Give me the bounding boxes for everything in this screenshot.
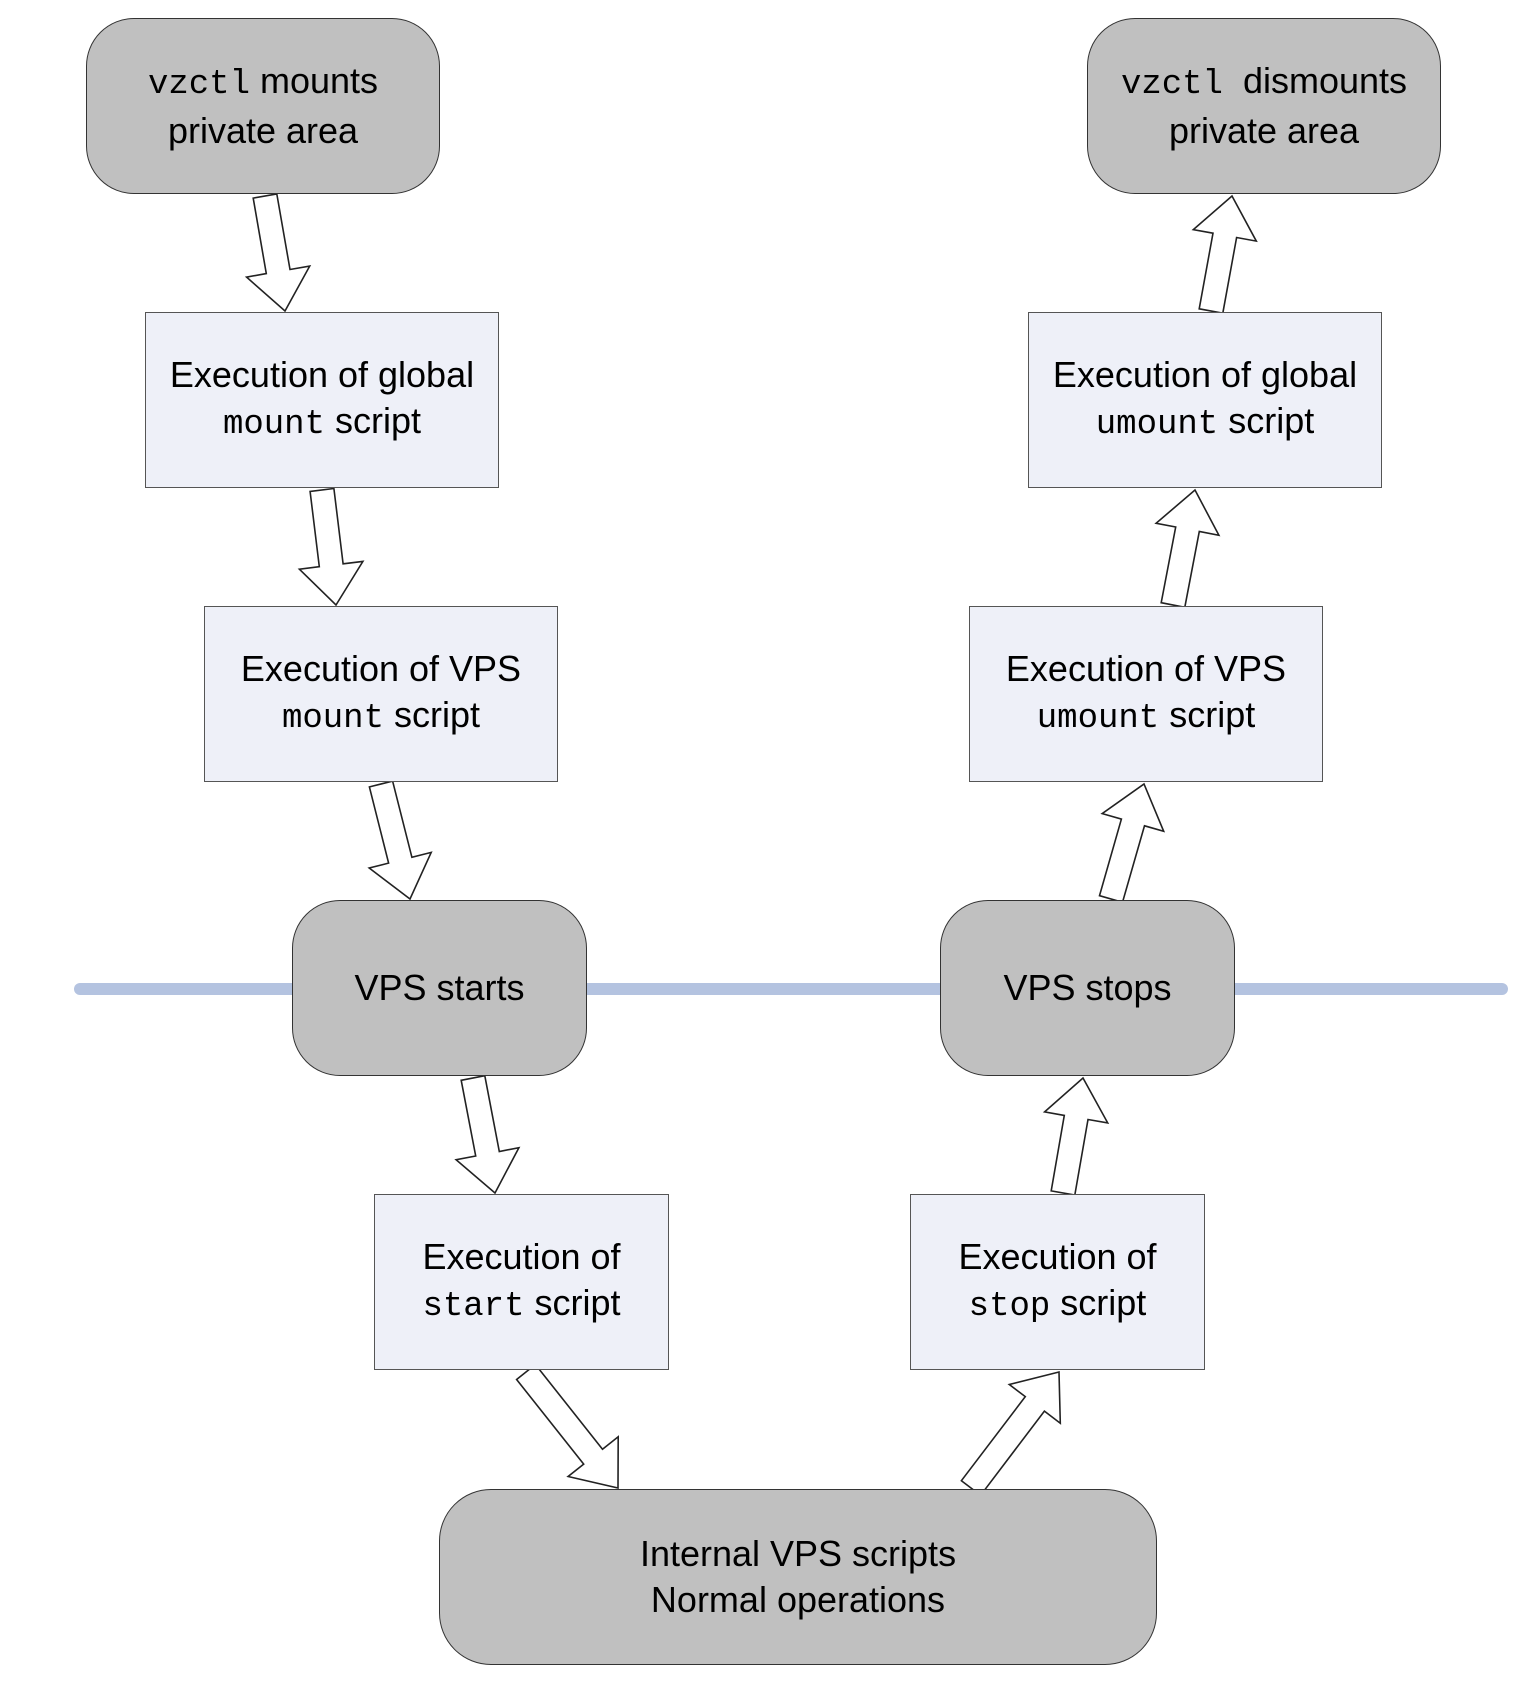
arrow-internal-to-stop-script xyxy=(960,1370,1062,1497)
global-mount-script-node: Execution of global mount script xyxy=(145,312,499,488)
vps-umount-title: Execution of VPS xyxy=(1005,648,1287,689)
vps-mount-title: Execution of VPS xyxy=(240,648,522,689)
arrow-start-script-to-internal xyxy=(515,1363,620,1490)
private-area-text: private area xyxy=(1168,110,1360,151)
vzctl-mounts-private-area-node: vzctl mounts private area xyxy=(86,18,440,194)
script-text: script xyxy=(1050,1282,1147,1323)
arrow-global-umount-to-dismount xyxy=(1191,194,1258,315)
arrow-vps-umount-to-global-umount xyxy=(1154,488,1221,609)
start-script-title: Execution of xyxy=(422,1236,621,1277)
script-text: script xyxy=(524,1282,621,1323)
mounts-text: mounts xyxy=(249,60,379,101)
vzctl-dismounts-private-area-node: vzctl dismounts private area xyxy=(1087,18,1441,194)
global-mount-title: Execution of global xyxy=(169,354,475,395)
dismounts-text: dismounts xyxy=(1222,60,1408,101)
global-umount-script-node: Execution of global umount script xyxy=(1028,312,1382,488)
global-umount-title: Execution of global xyxy=(1052,354,1358,395)
script-text: script xyxy=(1159,694,1256,735)
vps-stops-label: VPS stops xyxy=(1003,967,1172,1008)
umount-command: umount xyxy=(1036,700,1160,738)
mount-command: mount xyxy=(281,700,384,738)
arrow-vps-starts-to-start-script xyxy=(454,1074,521,1195)
vps-umount-script-node: Execution of VPS umount script xyxy=(969,606,1323,782)
arrow-global-mount-to-vps-mount xyxy=(297,487,365,607)
vzctl-command: vzctl xyxy=(1120,66,1223,104)
arrow-vps-mount-to-vps-starts xyxy=(367,780,433,901)
stop-script-node: Execution of stop script xyxy=(910,1194,1205,1370)
vps-stops-node: VPS stops xyxy=(940,900,1235,1076)
start-command: start xyxy=(422,1288,525,1326)
arrow-mount-to-global-mount xyxy=(244,192,312,313)
mount-command: mount xyxy=(222,406,325,444)
start-script-node: Execution of start script xyxy=(374,1194,669,1370)
stop-script-title: Execution of xyxy=(958,1236,1157,1277)
vps-starts-label: VPS starts xyxy=(354,967,525,1008)
normal-operations-text: Normal operations xyxy=(650,1579,946,1620)
vps-starts-node: VPS starts xyxy=(292,900,587,1076)
internal-vps-scripts-node: Internal VPS scripts Normal operations xyxy=(439,1489,1157,1665)
stop-command: stop xyxy=(968,1288,1051,1326)
script-text: script xyxy=(325,400,422,441)
vps-mount-script-node: Execution of VPS mount script xyxy=(204,606,558,782)
private-area-text: private area xyxy=(167,110,359,151)
umount-command: umount xyxy=(1095,406,1219,444)
vzctl-command: vzctl xyxy=(147,66,250,104)
script-text: script xyxy=(384,694,481,735)
arrow-vps-stops-to-vps-umount xyxy=(1098,782,1166,904)
arrow-stop-script-to-vps-stops xyxy=(1042,1076,1110,1197)
internal-vps-scripts-text: Internal VPS scripts xyxy=(639,1533,957,1574)
script-text: script xyxy=(1218,400,1315,441)
